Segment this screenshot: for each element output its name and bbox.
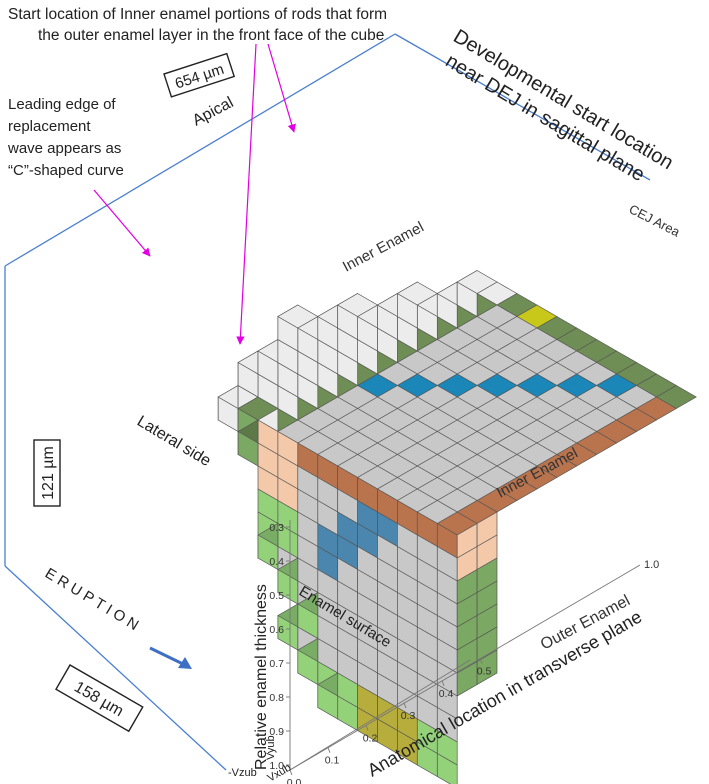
thickness-tick-label: 0.7: [269, 658, 284, 670]
dev-start-label-line2: near DEJ in sagittal plane: [442, 50, 649, 186]
bounding-box-outline: [4, 33, 651, 771]
eruption-label: E R U P T I O N: [42, 565, 142, 634]
transverse-tick: [403, 702, 407, 709]
right-face-cell: [476, 649, 498, 686]
height-dimension-value: 121 µm: [40, 446, 57, 500]
depth-axis-line: [289, 659, 471, 771]
enamel-voxel-cube: [217, 269, 697, 784]
thickness-tick-label: 0.5: [269, 590, 284, 602]
leading-edge-note-line1: Leading edge of: [8, 96, 116, 113]
transverse-tick: [441, 680, 445, 686]
transverse-tick-label: 0.4: [439, 688, 454, 700]
callout-lines: [93, 43, 296, 345]
height-dimension-box: [33, 439, 61, 507]
front-cell-front: [436, 752, 458, 784]
leading-edge-note-line3: wave appears as: [7, 140, 121, 157]
transverse-tick-label: 0.3: [401, 710, 416, 722]
width-dimension-box: [55, 664, 144, 733]
transverse-tick: [327, 747, 331, 753]
apical-label: Apical: [190, 94, 236, 129]
transverse-tick: [289, 769, 293, 776]
depth-dimension-box: [163, 52, 236, 98]
leading-edge-cell-top: [456, 270, 498, 294]
thickness-tick-label: 0.3: [269, 522, 284, 534]
measurement-axes: 0.3 0.4 0.5 0.6 0.7 0.8 0.9 1.00.0 0.1 0.2 0.3 0.4 0…: [269, 520, 641, 784]
cej-area-label: CEJ Area: [627, 201, 683, 240]
transverse-tick: [365, 725, 369, 731]
transverse-tick: [479, 658, 483, 664]
axis-small-label-vyub: Vyub: [265, 735, 277, 760]
transverse-tick-label: 0.1: [325, 755, 340, 767]
thickness-tick-label: 0.4: [269, 556, 284, 568]
transverse-tick-label: 0.0: [287, 777, 302, 784]
dev-start-label-line1: Developmental start location: [449, 25, 677, 174]
lateral-cell-top: [237, 396, 279, 421]
start-location-note-line2: the outer enamel layer in the front face…: [38, 27, 384, 44]
transverse-axis-line: [289, 564, 641, 771]
start-location-note-line1: Start location of Inner enamel portions …: [8, 6, 387, 23]
thickness-tick-label: 0.6: [269, 624, 284, 636]
transverse-end-tick: 1.0: [644, 559, 659, 571]
lateral-cell-front: [237, 430, 259, 467]
axis-small-label-vzub: -Vzub: [228, 767, 257, 779]
leading-edge-note-line4: “C”-shaped curve: [8, 162, 124, 179]
relative-thickness-axis-label: Relative enamel thickness: [253, 584, 270, 770]
leading-edge-note-line2: replacement: [8, 118, 91, 135]
eruption-arrow: [149, 646, 192, 669]
thickness-tick-label: 0.8: [269, 692, 284, 704]
transverse-tick-label: 0.2: [363, 732, 378, 744]
inner-enamel-top-label: Inner Enamel: [340, 219, 427, 276]
thickness-tick-label: 0.9: [269, 726, 284, 738]
transverse-tick-label: 0.5: [477, 666, 492, 678]
curve-step-cell-front: [317, 683, 339, 720]
lateral-side-label: Lateral side: [134, 413, 214, 470]
thickness-tick-label: 1.0: [269, 760, 284, 772]
